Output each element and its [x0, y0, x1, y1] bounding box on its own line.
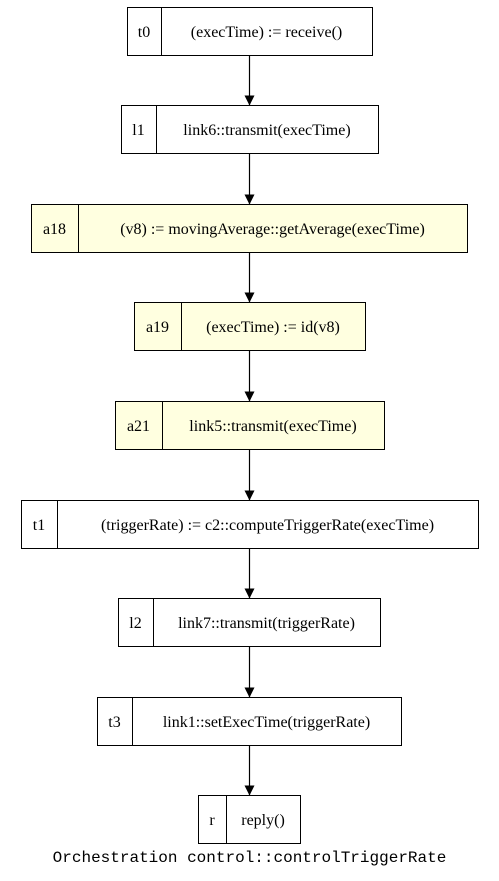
- node-t1: t1 (triggerRate) := c2::computeTriggerRat…: [21, 500, 479, 549]
- node-id-label: a21: [127, 418, 150, 435]
- node-action-label: link7::transmit(triggerRate): [178, 615, 355, 632]
- node-id-label: t1: [33, 517, 45, 534]
- node-id-label: a18: [43, 221, 66, 238]
- node-action-label: link5::transmit(execTime): [189, 418, 356, 435]
- node-t0: t0 (execTime) := receive(): [127, 7, 373, 56]
- node-box: [118, 598, 381, 647]
- node-l2: l2 link7::transmit(triggerRate): [118, 598, 381, 647]
- node-box: [198, 795, 301, 844]
- node-box: [127, 7, 373, 56]
- node-box: [31, 204, 468, 253]
- node-id-label: r: [209, 812, 215, 829]
- node-id-label: l2: [129, 615, 141, 632]
- node-action-label: link1::setExecTime(triggerRate): [163, 714, 370, 731]
- node-a19: a19 (execTime) := id(v8): [134, 302, 366, 351]
- node-box: [97, 697, 402, 746]
- node-action-label: (execTime) := id(v8): [206, 319, 340, 336]
- node-box: [21, 500, 479, 549]
- node-a21: a21 link5::transmit(execTime): [115, 401, 385, 450]
- node-action-label: (execTime) := receive(): [191, 24, 342, 41]
- diagram-caption: Orchestration control::controlTriggerRat…: [52, 849, 447, 867]
- node-id-label: a19: [146, 319, 169, 336]
- node-id-label: t3: [108, 714, 120, 731]
- node-box: [121, 105, 379, 154]
- node-l1: l1 link6::transmit(execTime): [121, 105, 379, 154]
- node-id-label: t0: [138, 24, 150, 41]
- node-action-label: (triggerRate) := c2::computeTriggerRate(…: [101, 517, 434, 534]
- node-action-label: reply(): [241, 812, 285, 829]
- node-a18: a18 (v8) := movingAverage::getAverage(exe…: [31, 204, 468, 253]
- node-box: [115, 401, 385, 450]
- node-action-label: link6::transmit(execTime): [183, 122, 350, 139]
- node-t3: t3 link1::setExecTime(triggerRate): [97, 697, 402, 746]
- node-action-label: (v8) := movingAverage::getAverage(execTi…: [120, 221, 425, 238]
- node-box: [134, 302, 366, 351]
- node-id-label: l1: [132, 122, 144, 139]
- node-r: r reply(): [198, 795, 301, 844]
